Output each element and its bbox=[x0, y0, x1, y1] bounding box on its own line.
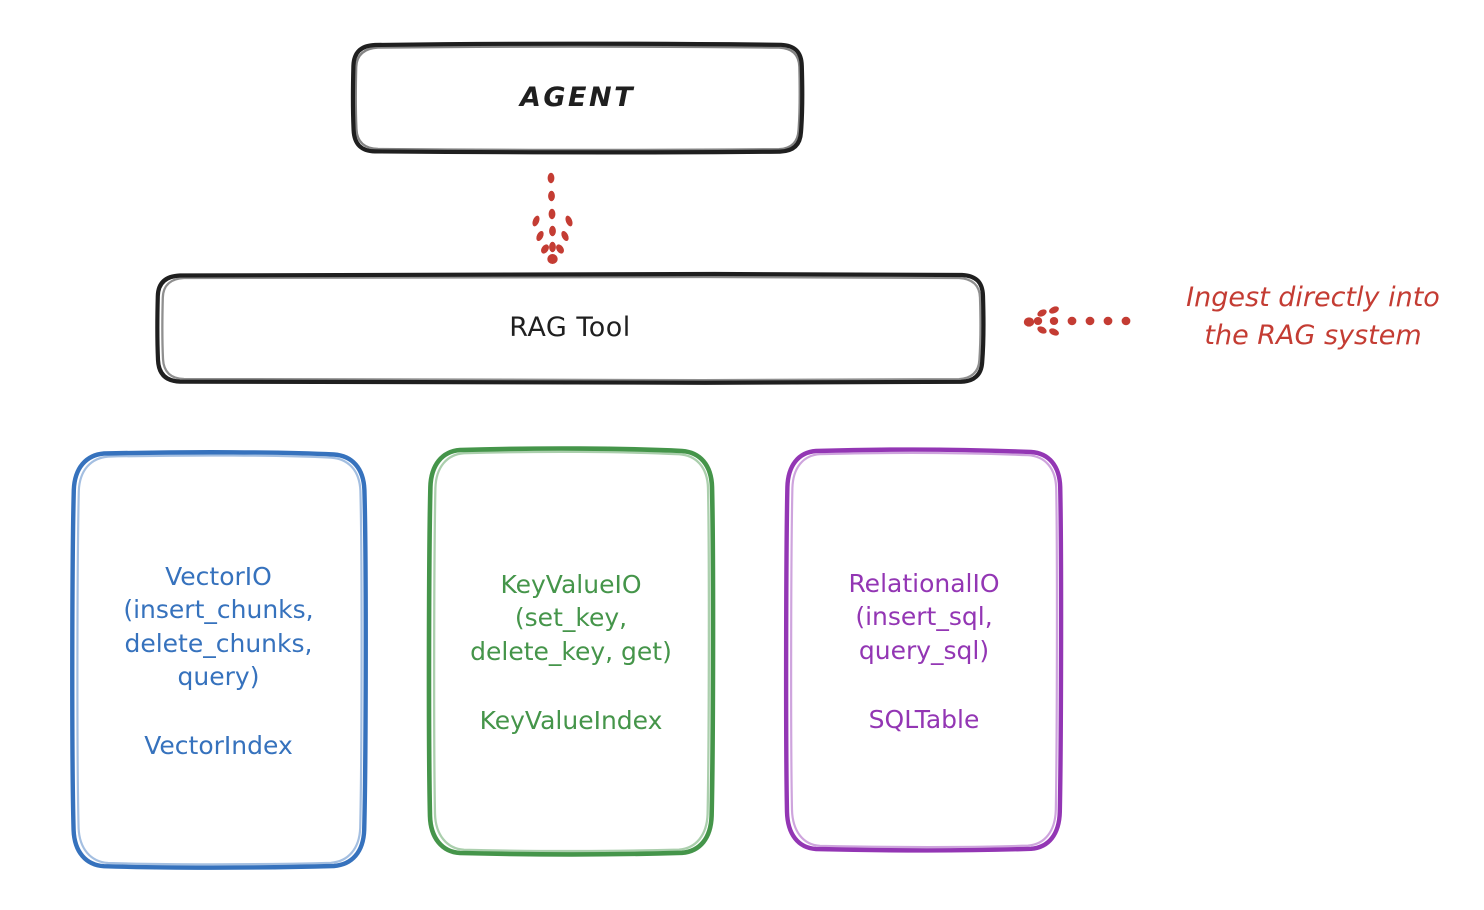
rag-tool-box-outline bbox=[155, 271, 986, 385]
keyvalue-io-box-outline bbox=[426, 446, 716, 857]
vector-io-box-outline bbox=[70, 450, 368, 870]
agent-to-rag-arrow bbox=[532, 172, 573, 264]
relational-io-box-outline bbox=[783, 447, 1064, 853]
ingest-note-arrow bbox=[1023, 306, 1131, 336]
agent-box-outline bbox=[350, 41, 805, 155]
